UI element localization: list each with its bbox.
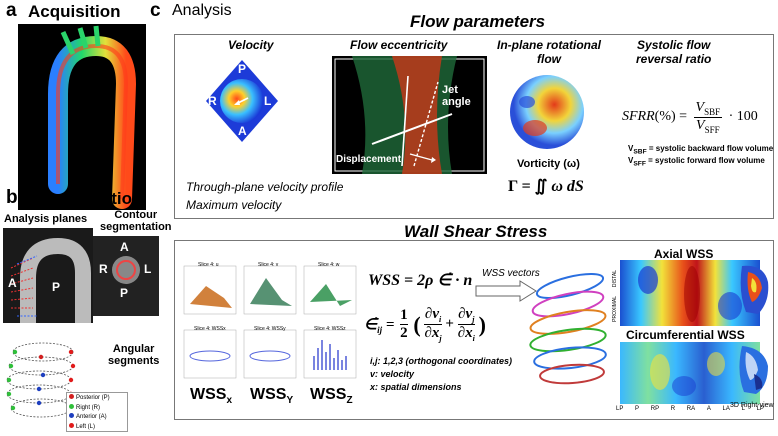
wss-box (174, 240, 774, 420)
contour-segmentation-mri (93, 236, 159, 316)
wss-vectors-label: WSS vectors (482, 268, 540, 279)
vorticity-map (510, 75, 584, 149)
contour-label-a: A (120, 240, 129, 254)
slice-title-wssx: Slice 4: WSSx (194, 326, 226, 332)
circulation-formula: Γ = ∬ ω dS (508, 178, 584, 195)
wss-note-indices: i,j: 1,2,3 (orthogonal coordinates) (370, 356, 513, 366)
slice-subplots-grid (183, 265, 357, 379)
wss-z-label: WSSZ (310, 386, 353, 407)
eccentricity-title: Flow eccentricity (350, 38, 448, 52)
panel-b-letter: b (6, 187, 18, 208)
wss-vectors-arrow (475, 280, 537, 302)
flow-parameters-header: Flow parameters (410, 12, 546, 31)
tick-lp-start: LP (616, 406, 624, 412)
sfrr-note-sff: VSFF = systolic forward flow volume (628, 156, 765, 168)
wss-x-label: WSSx (190, 386, 233, 407)
legend-item-posterior: Posterior (P) (69, 394, 125, 404)
sfrr-note-sbf: VSBF = systolic backward flow volume (628, 144, 774, 156)
circumferential-3d-view (739, 346, 768, 394)
tick-rp: RP (650, 406, 660, 412)
rotational-flow-title: In-plane rotational flow (497, 38, 602, 66)
wss-header: Wall Shear Stress (404, 222, 548, 241)
velocity-profile-diamond (206, 60, 278, 142)
velocity-desc-max: Maximum velocity (186, 198, 282, 212)
analysis-planes-mri (3, 228, 93, 323)
wss-y-label: WSSY (250, 386, 294, 407)
jet-angle-label: Jet angle (442, 84, 471, 108)
velocity-desc-profile: Through-plane velocity profile (186, 180, 344, 194)
flow-parameters-box (174, 34, 774, 219)
tick-p: P (635, 406, 640, 412)
contour-label-r: R (99, 262, 108, 276)
tick-a: A (706, 406, 711, 412)
angular-segments-title: Angular segments (108, 343, 160, 367)
wss-note-velocity: v: velocity (370, 369, 415, 379)
velocity-label-p: P (238, 62, 247, 76)
velocity-label-r: R (208, 94, 217, 108)
velocity-title: Velocity (228, 38, 274, 52)
slice-title-u: Slice 4: u (198, 262, 219, 268)
sfrr-title: Systolic flow reversal ratio (636, 38, 712, 66)
angular-legend: Posterior (P) Right (R) Anterior (A) Lef… (66, 392, 128, 432)
contour-label-l: L (144, 262, 152, 276)
wss-formula: WSS = 2ρ ∈̇ · n (368, 272, 473, 289)
legend-item-anterior: Anterior (A) (69, 413, 125, 423)
eccentricity-image (332, 56, 487, 174)
distal-label: DISTAL (612, 270, 618, 288)
velocity-label-l: L (264, 94, 272, 108)
panel-c-letter: c (150, 0, 161, 21)
velocity-label-a: A (238, 124, 247, 138)
axial-wss-heatmap (620, 260, 760, 326)
tick-l: L (741, 406, 745, 412)
legend-item-right: Right (R) (69, 403, 125, 414)
axial-3d-view (740, 265, 769, 314)
panel-c-title: Analysis (172, 2, 232, 19)
panel-b-title: Segmentation (30, 189, 143, 208)
slice-title-v: Slice 4: v (258, 262, 279, 268)
tick-r: R (670, 406, 676, 412)
aorta-4dflow-image (18, 24, 146, 210)
slice-title-wssy: Slice 4: WSSy (254, 326, 286, 332)
wss-vector-rings (529, 273, 607, 385)
tick-ra: RA (686, 406, 696, 412)
tick-lp-end: LP (756, 406, 764, 412)
slice-title-wssz: Slice 4: WSSz (314, 326, 346, 332)
contour-segmentation-title: Contour segmentation (100, 209, 172, 233)
heatmap-x-ticks: LP P RP R RA A LA L LP (616, 406, 764, 412)
plane-label-a: A (8, 276, 17, 290)
sfrr-formula: SFRR(%) = VSBF VSFF · 100 (622, 100, 758, 135)
displacement-label: Displacement (336, 154, 402, 165)
circumferential-wss-heatmap (620, 342, 760, 404)
slice-title-w: Slice 4: w (318, 262, 340, 268)
proximal-label: PROXIMAL (612, 296, 618, 322)
panel-a-letter: a (6, 0, 17, 21)
vorticity-label: Vorticity (ω) (517, 158, 580, 170)
tick-la: LA (722, 406, 730, 412)
analysis-planes-title: Analysis planes (4, 213, 88, 225)
contour-label-p: P (120, 286, 129, 300)
circumferential-wss-title: Circumferential WSS (626, 328, 745, 342)
legend-item-left: Left (L) (69, 422, 125, 433)
wss-note-spatial: x: spatial dimensions (370, 382, 462, 392)
panel-a-title: Acquisition (28, 2, 121, 21)
axial-wss-title: Axial WSS (654, 247, 714, 261)
3d-right-view-label: 3D Right-view (730, 402, 774, 409)
plane-label-p: P (52, 280, 61, 294)
